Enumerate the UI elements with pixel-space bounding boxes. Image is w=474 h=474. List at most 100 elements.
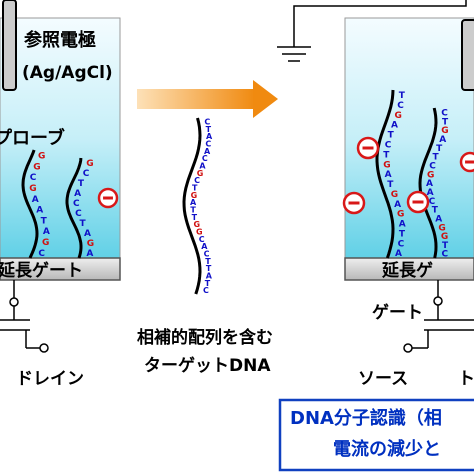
reaction-arrow [137, 80, 278, 118]
hybrid-strand-b-base: T [433, 153, 440, 163]
probe-strand-1-backbone [21, 149, 39, 259]
probe-strand-2-base: C [75, 209, 82, 219]
hybrid-strand-b-base: C [429, 162, 436, 172]
left-reference-electrode [2, 0, 17, 91]
hybrid-strand-b-base: T [442, 117, 449, 127]
source-label: ソース [358, 369, 408, 389]
result-line2: 電流の減少と [333, 438, 441, 460]
target-strand-base: T [206, 264, 212, 273]
target-strand-base: G [197, 169, 204, 178]
hybrid-strand-a-base: T [387, 180, 394, 190]
probe-strand-2-base: C [83, 169, 90, 179]
hybrid-strand-a-base: C [385, 141, 392, 151]
target-strand-base: C [204, 118, 210, 127]
hybrid-strand-b-base: T [436, 144, 443, 154]
target-strand-base: C [199, 235, 205, 244]
hybrid-strand-a-backbone [375, 89, 395, 259]
hybrid-strand-a-base: T [399, 229, 406, 239]
hybrid-strand-a-base: A [391, 121, 398, 131]
target-strand-base: T [192, 213, 198, 222]
hybrid-strand-b-base: G [427, 170, 434, 180]
result-line1: DNA分子認識（相 [290, 407, 442, 429]
target-strand-base: A [190, 198, 197, 207]
probe-strand-2-backbone [65, 157, 83, 259]
probe-strand-1-base: G [38, 152, 45, 162]
hybrid-strand-a-base: C [397, 101, 404, 111]
target-strand-base: G [194, 220, 201, 229]
negative-charges [97, 136, 474, 215]
hybrid-strand-a-base: A [399, 220, 406, 230]
hybrid-strand-b-base: C [441, 109, 448, 119]
hybrid-strand-a-base: G [391, 190, 398, 200]
right-gate-bar-label: 延長ゲ [381, 260, 433, 281]
right-gate-bar [344, 257, 474, 281]
hybrid-strand-b-base: T [432, 206, 439, 216]
hybrid-strand-b-base: A [439, 135, 446, 145]
target-strand-base: C [194, 176, 200, 185]
hybrid-strand-a-base: G [395, 111, 402, 121]
hybrid-strand-b-base: G [441, 126, 448, 136]
hybrid-strand-a-base: G [383, 160, 390, 170]
target-strand-base: A [199, 162, 206, 171]
left-ref-electrode-sub: (Ag/AgCl) [22, 63, 113, 83]
result-box [278, 398, 474, 472]
hybrid-strand-a-base: T [388, 131, 395, 141]
hybrid-strand-b-base: A [427, 188, 434, 198]
hybrid-strand-b-base: G [438, 223, 445, 233]
left-gate-bar-label: 延長ゲート [0, 260, 83, 281]
target-strand-base: G [196, 228, 203, 237]
probe-strand-1-base: A [36, 206, 43, 216]
target-strand-base: A [206, 272, 213, 281]
right-reference-electrode [461, 19, 474, 91]
left-gate-bar [0, 257, 121, 281]
target-strand-base: A [201, 242, 208, 251]
probe-strand-1-base: G [29, 184, 36, 194]
target-strand-base: T [205, 279, 211, 288]
hybrid-strand-a-base: A [385, 170, 392, 180]
drain-label: ドレイン [16, 369, 84, 389]
target-strand-base: C [205, 140, 211, 149]
left-ref-electrode-label: 参照電極 [24, 29, 96, 51]
probe-strand-1-base: C [38, 249, 45, 259]
hybrid-strand-a-base: G [397, 210, 404, 220]
hybrid-strand-a-base: T [383, 150, 390, 160]
hybrid-strand-b-base: A [435, 214, 442, 224]
hybrid-strand-a-base: C [398, 239, 405, 249]
target-strand-base: T [192, 184, 198, 193]
target-strand-base: T [205, 257, 211, 266]
dna-strands: GGCGAATAGCGCTACCTAGACTACACAGCTGATTGGCACT… [21, 89, 449, 295]
target-caption-line1: 相補的配列を含む [137, 327, 273, 348]
hybrid-strand-b-base: C [429, 197, 436, 207]
target-caption-line2: ターゲットDNA [144, 355, 271, 376]
left-transistor-circuit [0, 280, 49, 353]
target-strand-base: A [206, 132, 213, 141]
hybrid-strand-a-base: A [394, 200, 401, 210]
probe-strand-1-base: A [43, 227, 50, 237]
drain-label-partial: ト [458, 369, 474, 389]
target-strand-base: G [191, 191, 198, 200]
probe-label: プローブ [0, 127, 65, 149]
probe-strand-2-base: G [86, 159, 93, 169]
hybrid-strand-b-backbone [418, 107, 438, 259]
target-strand-base: C [202, 154, 208, 163]
target-strand-base: T [206, 125, 212, 134]
hybrid-strand-b-base: C [442, 250, 449, 260]
right-transistor-circuit [403, 280, 474, 353]
probe-strand-2-base: C [73, 199, 80, 209]
probe-strand-2-base: A [84, 229, 91, 239]
ground-symbol [277, 0, 467, 62]
gate-label: ゲート [372, 302, 423, 323]
target-strand-backbone [182, 117, 202, 295]
hybrid-strand-a-base: A [395, 249, 402, 259]
left-solution-panel [0, 17, 121, 261]
hybrid-strand-b-base: T [442, 241, 449, 251]
probe-strand-1-base: G [42, 238, 49, 248]
probe-strand-1-base: C [30, 173, 37, 183]
hybrid-strand-b-base: A [426, 179, 433, 189]
probe-strand-2-base: T [80, 219, 87, 229]
target-strand-base: A [204, 147, 211, 156]
target-strand-base: T [190, 206, 196, 215]
probe-strand-2-base: A [86, 249, 93, 259]
probe-strand-1-base: A [32, 195, 39, 205]
